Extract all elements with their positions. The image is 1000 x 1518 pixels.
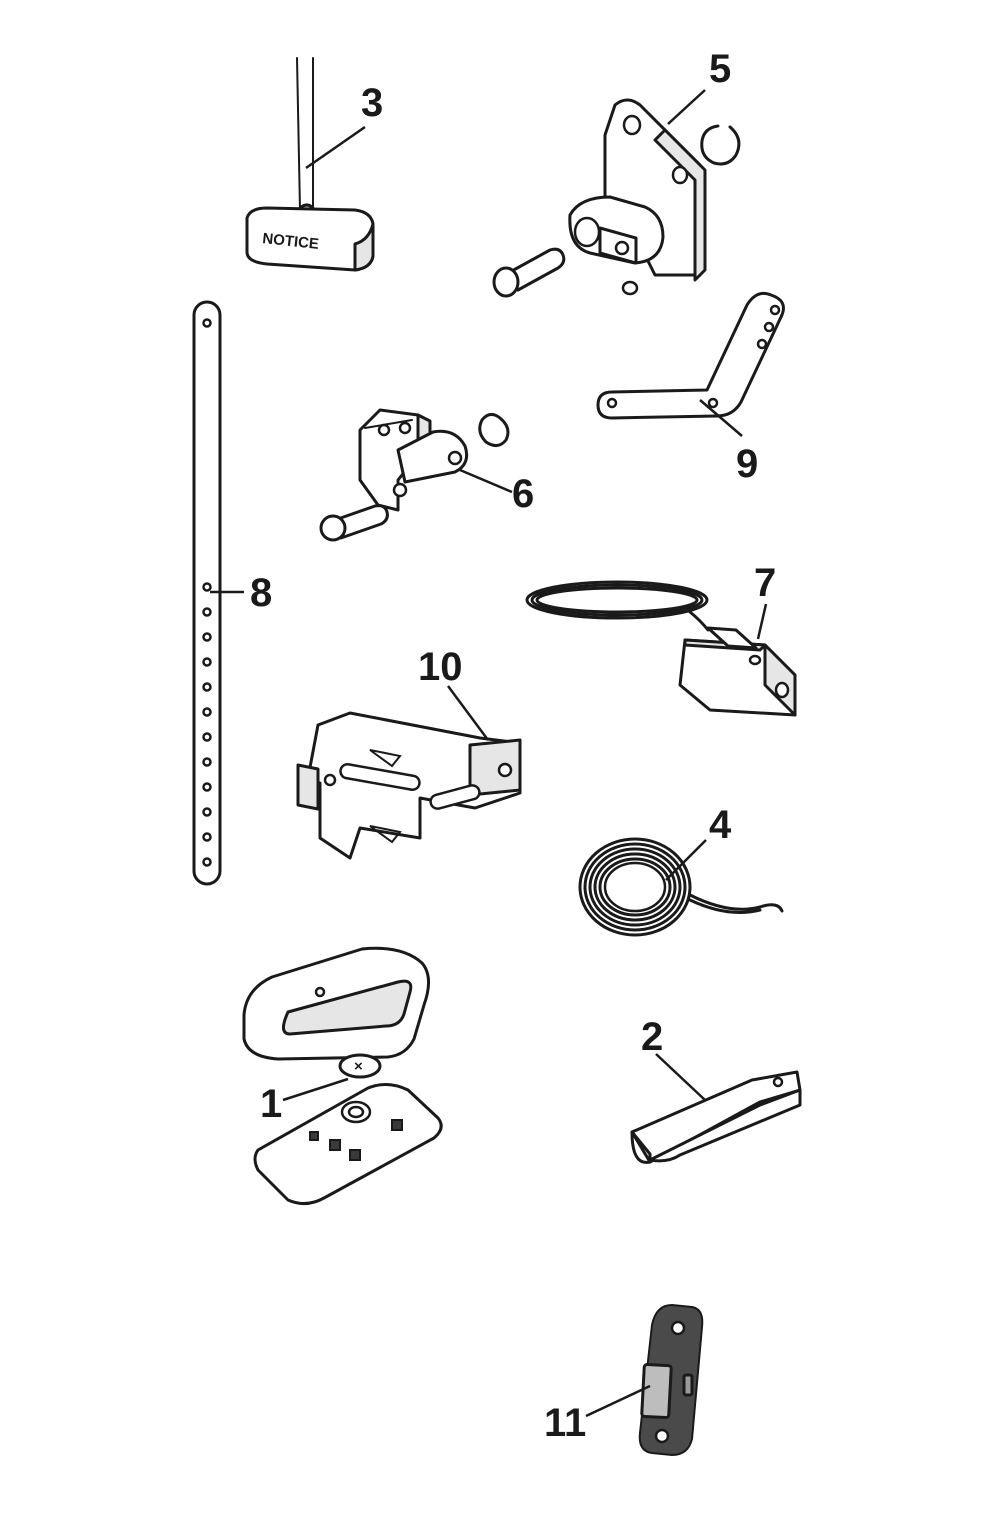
part-3-notice-tag: NOTICE xyxy=(245,57,375,272)
callout-6: 6 xyxy=(512,472,534,516)
callout-9: 9 xyxy=(736,442,758,486)
callout-11: 11 xyxy=(544,1401,586,1445)
part-11-wall-button xyxy=(638,1303,704,1457)
callout-5: 5 xyxy=(709,47,731,91)
part-9-curved-door-arm xyxy=(596,291,785,420)
part-1-remote-control: × xyxy=(242,946,443,1205)
notice-tag-text: NOTICE xyxy=(262,230,320,253)
clevis-pin-5 xyxy=(492,247,566,298)
callout-4: 4 xyxy=(709,803,732,847)
svg-text:×: × xyxy=(354,1058,363,1075)
callout-2: 2 xyxy=(641,1015,663,1059)
callout-3: 3 xyxy=(361,81,383,125)
part-5-header-bracket xyxy=(492,98,741,298)
part-7-safety-sensor xyxy=(525,580,797,717)
part-4-bell-wire xyxy=(578,837,784,937)
clevis-pin-6 xyxy=(319,504,389,542)
callout-1: 1 xyxy=(260,1082,282,1126)
part-2-visor-clip xyxy=(630,1070,802,1164)
part-6-door-bracket xyxy=(319,408,510,542)
callout-10: 10 xyxy=(418,645,463,689)
part-10-bracket xyxy=(296,711,522,860)
callout-8: 8 xyxy=(250,571,272,615)
callout-7: 7 xyxy=(754,561,776,605)
